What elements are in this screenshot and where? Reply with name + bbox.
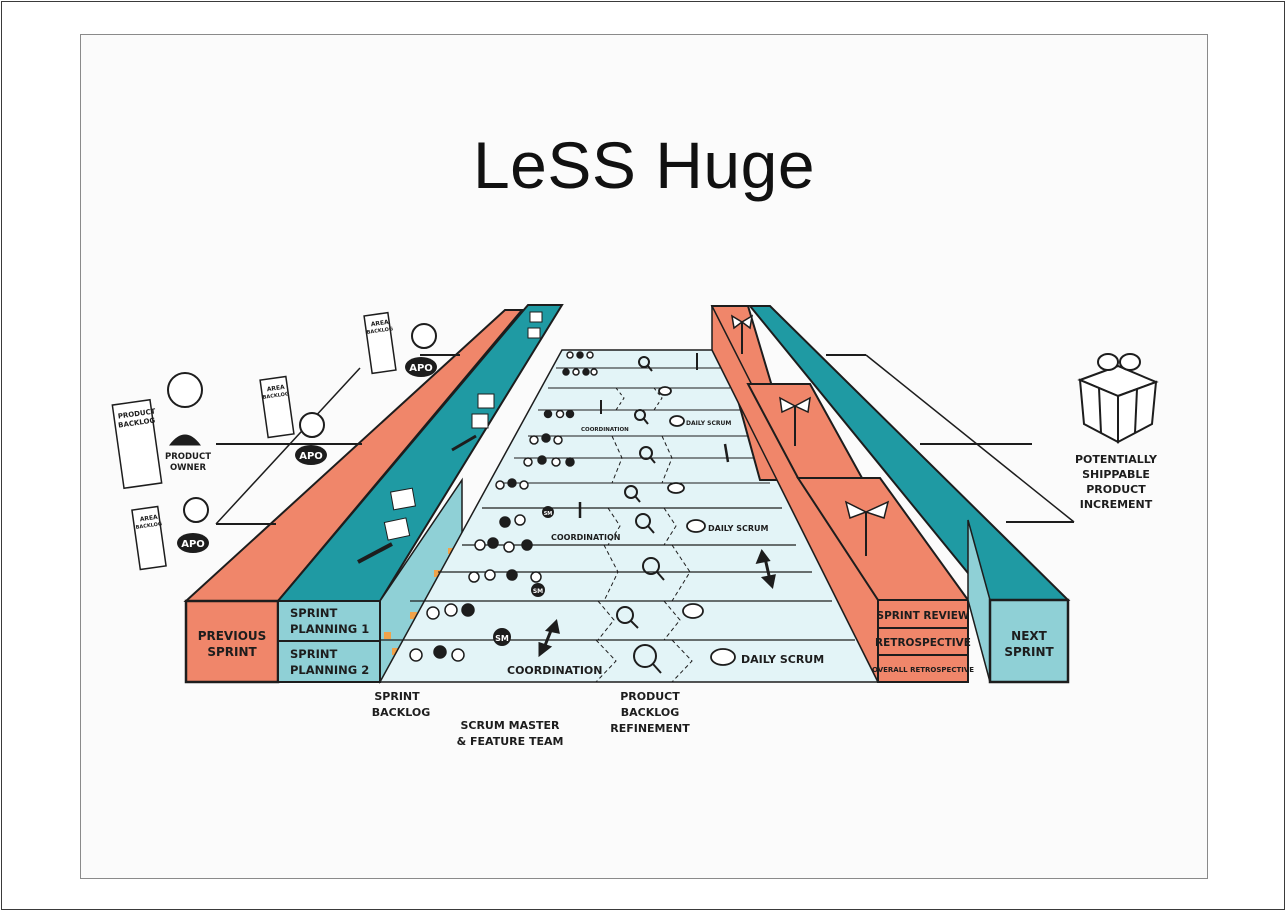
sprint-planning-1-label-a: SPRINT [290, 606, 337, 620]
increment-label-3: PRODUCT [1086, 483, 1146, 496]
sprint-backlog-label-1: SPRINT [374, 690, 420, 703]
daily-scrum-label-3: DAILY SCRUM [686, 420, 731, 427]
sprint-review-block: SPRINT REVIEW RETROSPECTIVE OVERALL RETR… [710, 305, 974, 683]
retrospective-label: RETROSPECTIVE [875, 637, 971, 649]
daily-scrum-label-2: DAILY SCRUM [708, 524, 769, 533]
increment-lines [826, 354, 1075, 523]
next-sprint-block: NEXT SPRINT [747, 305, 1071, 684]
sprint-planning-2-label-b: PLANNING 2 [290, 663, 369, 677]
next-sprint-label-2: SPRINT [1004, 645, 1054, 659]
previous-sprint-block: PREVIOUS SPRINT [183, 309, 525, 684]
increment-label-1: POTENTIALLY [1075, 453, 1158, 466]
pinwheel-icon [730, 314, 890, 556]
daily-scrum-label: DAILY SCRUM [741, 653, 824, 666]
sprint-review-label: SPRINT REVIEW [877, 610, 970, 622]
sprint-planning-block: SPRINT PLANNING 1 SPRINT PLANNING 2 [275, 304, 564, 684]
speech-bubble-icon [658, 386, 736, 666]
svg-text:SM: SM [533, 588, 543, 595]
previous-sprint-label-1: PREVIOUS [198, 629, 267, 643]
product-owner-group [111, 311, 460, 571]
area-backlog-doc-label-4: BACKLOG [366, 326, 393, 336]
previous-sprint-label-2: SPRINT [207, 645, 257, 659]
svg-text:APO: APO [299, 451, 323, 462]
area-backlog-doc-label-1: AREA [266, 384, 285, 393]
scrum-master-team-label-2: & FEATURE TEAM [457, 735, 564, 748]
slide-title: LeSS Huge [472, 128, 816, 202]
product-owner-label-1: PRODUCT [165, 452, 211, 462]
area-backlog-doc-label-5: AREA [139, 514, 158, 523]
area-backlog-doc-label-3: AREA [370, 319, 389, 328]
scrum-master-team-label-1: SCRUM MASTER [460, 719, 560, 732]
svg-text:SM: SM [544, 511, 553, 517]
svg-text:APO: APO [181, 539, 205, 550]
svg-text:SM: SM [495, 634, 509, 643]
overall-retrospective-label: OVERALL RETROSPECTIVE [872, 666, 974, 674]
scrum-master-badge: SM SM SM [493, 506, 554, 646]
area-backlog-doc-label-2: BACKLOG [262, 391, 289, 401]
coordination-label-3: COORDINATION [581, 427, 629, 433]
increment-label-2: SHIPPABLE [1082, 468, 1150, 481]
magnifier-icon [616, 356, 665, 674]
coordination-arrow-icon [538, 353, 776, 658]
svg-text:APO: APO [409, 363, 433, 374]
backlog-refinement-label-3: REFINEMENT [610, 722, 690, 735]
apo-badge: APO APO APO [177, 357, 437, 553]
coordination-label-2: COORDINATION [551, 533, 620, 542]
sprint-planning-1-label-b: PLANNING 1 [290, 622, 369, 636]
backlog-refinement-label-2: BACKLOG [621, 706, 680, 719]
gift-box-icon [1077, 353, 1159, 444]
product-owner-label-2: OWNER [170, 463, 207, 473]
sprint-backlog-label-2: BACKLOG [372, 706, 431, 719]
area-backlog-doc-label-6: BACKLOG [135, 521, 162, 531]
increment-label-4: INCREMENT [1080, 498, 1153, 511]
sprint-planning-2-label-a: SPRINT [290, 647, 337, 661]
backlog-refinement-label-1: PRODUCT [620, 690, 680, 703]
sprint-backlog-notes-icon [357, 311, 543, 564]
feature-team-members [409, 351, 598, 662]
next-sprint-label-1: NEXT [1011, 629, 1047, 643]
coordination-label: COORDINATION [507, 664, 603, 677]
